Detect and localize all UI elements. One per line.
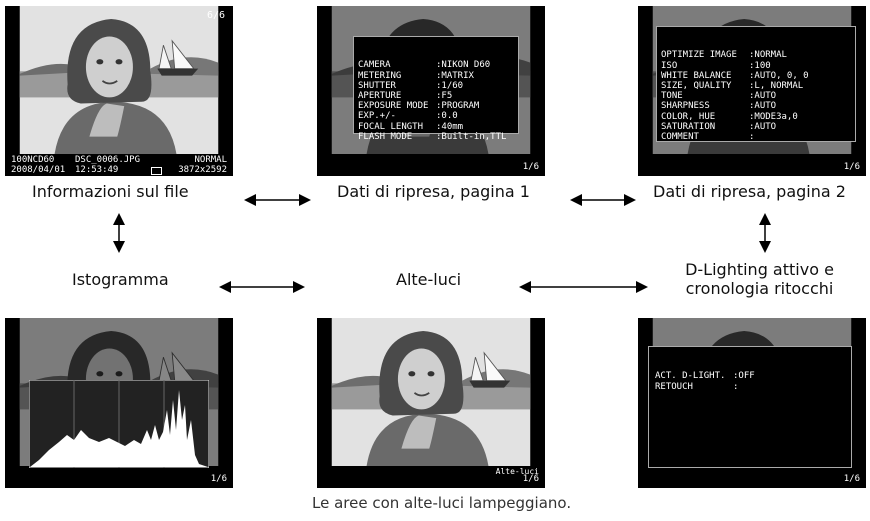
info-value: :100 (749, 60, 771, 71)
footer-note: Le aree con alte-luci lampeggiano. (312, 494, 572, 512)
info-row: COMMENT: (661, 132, 851, 142)
info-row: METERING :MATRIX (358, 71, 514, 81)
info-value: :Built-in,TTL (436, 131, 507, 142)
info-value: :AUTO (749, 91, 777, 102)
info-key: COLOR, HUE (661, 111, 716, 122)
info-key: APERTURE (358, 91, 402, 102)
histogram-graph (29, 380, 209, 468)
info-key: OPTIMIZE IMAGE (661, 50, 737, 61)
info-row: SHARPNESS :AUTO (661, 101, 851, 111)
image-size: 3872x2592 (178, 165, 227, 175)
info-row: ACT. D-LIGHT. :OFF (655, 371, 845, 381)
info-key: SHARPNESS (661, 101, 710, 112)
info-value: :1/60 (436, 80, 464, 91)
shot-date: 2008/04/01 (11, 165, 66, 175)
info-row: APERTURE :F5 (358, 91, 514, 101)
caption-dlighting-line1: D-Lighting attivo e (685, 260, 834, 279)
info-row: OPTIMIZE IMAGE :NORMAL (661, 50, 851, 60)
info-value: :40mm (436, 121, 464, 132)
info-value: :AUTO (749, 101, 777, 112)
info-value: : (749, 132, 755, 143)
image-size-icon (151, 167, 162, 175)
info-row: COLOR, HUE :MODE3a,0 (661, 112, 851, 122)
info-value: :0.0 (436, 111, 458, 122)
info-key: EXPOSURE MODE (358, 101, 429, 112)
info-value: :MODE3a,0 (749, 111, 798, 122)
info-key: SHUTTER (358, 80, 396, 91)
page-indicator: 1/6 (843, 474, 860, 484)
caption-histogram: Istogramma (72, 270, 169, 289)
caption-shooting-p2: Dati di ripresa, pagina 2 (653, 182, 846, 201)
histogram-screen: 1/6 (5, 318, 233, 488)
info-value: :F5 (436, 91, 453, 102)
caption-dlighting-line2: cronologia ritocchi (685, 279, 834, 298)
shot-time: 12:53:49 (75, 165, 119, 175)
info-row: CAMERA :NIKON D60 (358, 60, 514, 70)
info-row: TONE :AUTO (661, 91, 851, 101)
info-key: FOCAL LENGTH (358, 121, 424, 132)
folder-name: 100NCD60 (11, 155, 55, 165)
info-value: :PROGRAM (436, 101, 480, 112)
info-value: :NORMAL (749, 50, 787, 61)
info-row: FOCAL LENGTH :40mm (358, 122, 514, 132)
info-key: ISO (661, 60, 678, 71)
info-key: FLASH MODE (358, 131, 413, 142)
info-row: ISO :100 (661, 61, 851, 71)
caption-shooting-p1: Dati di ripresa, pagina 1 (337, 182, 530, 201)
info-row: SHUTTER :1/60 (358, 81, 514, 91)
info-key: EXP.+/- (358, 111, 396, 122)
frame-counter: 6/6 (206, 10, 225, 21)
portrait-photo (5, 6, 233, 154)
info-row: SIZE, QUALITY :L, NORMAL (661, 81, 851, 91)
highlights-label: Alte-luci (495, 467, 539, 476)
info-key: RETOUCH (655, 381, 693, 392)
info-value: :AUTO (749, 121, 777, 132)
info-value: :OFF (733, 371, 755, 382)
info-key: COMMENT (661, 132, 699, 143)
page-indicator: 1/6 (522, 162, 539, 172)
info-key: SIZE, QUALITY (661, 81, 732, 92)
info-key: WHITE BALANCE (661, 70, 732, 81)
info-row: EXP.+/- :0.0 (358, 111, 514, 121)
info-row: EXPOSURE MODE :PROGRAM (358, 101, 514, 111)
page-indicator: 1/6 (522, 474, 539, 484)
info-key: SATURATION (661, 121, 716, 132)
image-quality: NORMAL (194, 155, 227, 165)
info-key: METERING (358, 70, 402, 81)
page-indicator: 1/6 (210, 474, 227, 484)
caption-highlights: Alte-luci (396, 270, 462, 289)
info-value: :L, NORMAL (749, 81, 804, 92)
info-key: CAMERA (358, 60, 391, 71)
caption-dlighting: D-Lighting attivo e cronologia ritocchi (652, 260, 867, 298)
file-info-screen: 6/6 100NCD60 DSC_0006.JPG NORMAL 2008/04… (5, 6, 233, 176)
info-key: TONE (661, 91, 683, 102)
info-key: ACT. D-LIGHT. (655, 371, 726, 382)
info-value: :AUTO, 0, 0 (749, 70, 809, 81)
info-row: FLASH MODE :Built-in,TTL (358, 132, 514, 142)
info-value: :MATRIX (436, 70, 474, 81)
info-value: :NIKON D60 (436, 60, 491, 71)
info-row: WHITE BALANCE :AUTO, 0, 0 (661, 71, 851, 81)
info-row: SATURATION :AUTO (661, 122, 851, 132)
info-value: : (733, 381, 739, 392)
caption-file-info: Informazioni sul file (32, 182, 189, 201)
highlights-screen: Alte-luci 1/6 (317, 318, 545, 488)
info-row: RETOUCH: (655, 382, 845, 392)
file-name: DSC_0006.JPG (75, 155, 141, 165)
portrait-photo (317, 318, 545, 466)
page-indicator: 1/6 (843, 162, 860, 172)
